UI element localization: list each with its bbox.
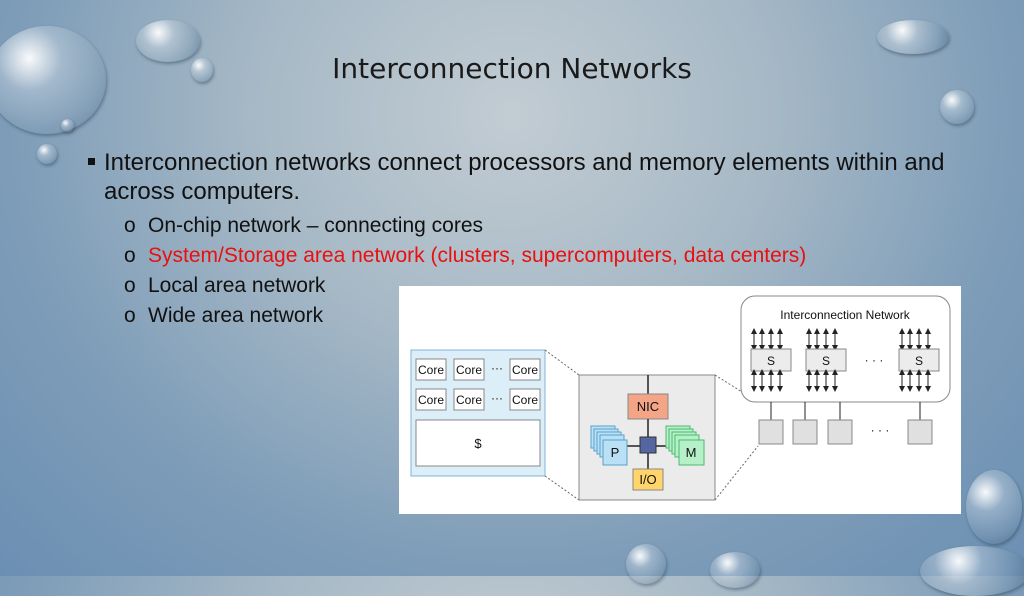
switch-label: S xyxy=(822,354,830,368)
network-diagram: Core Core ··· Core Core Core ··· Core $ … xyxy=(399,286,961,514)
main-bullet: Interconnection networks connect process… xyxy=(84,148,964,206)
network-node-box xyxy=(827,419,853,445)
water-drop-decoration xyxy=(191,58,213,82)
zoom-line xyxy=(544,475,580,501)
zoom-line xyxy=(544,349,580,376)
core-label: Core xyxy=(456,393,482,407)
nic-box xyxy=(627,393,669,420)
core-label: Core xyxy=(512,363,538,377)
io-box xyxy=(632,468,664,491)
switch-2: S xyxy=(805,328,847,392)
water-drop-decoration xyxy=(626,544,666,584)
zoom-line xyxy=(714,445,759,501)
memory-box-front xyxy=(678,439,705,466)
core-row-1: Core Core ··· Core xyxy=(415,358,541,381)
sub-bullet-san: o System/Storage area network (clusters, … xyxy=(122,241,964,271)
core-ellipsis: ··· xyxy=(491,391,503,405)
sub-bullet-text: On-chip network – connecting cores xyxy=(148,214,484,237)
nic-label: NIC xyxy=(637,399,659,414)
core-row-2: Core Core ··· Core xyxy=(415,388,541,411)
memory-label: M xyxy=(686,445,697,460)
water-drop-decoration xyxy=(966,470,1022,544)
sub-bullet-text: Local area network xyxy=(148,274,326,297)
core-label: Core xyxy=(512,393,538,407)
sub-bullet-text: Wide area network xyxy=(148,304,324,327)
water-drop-decoration xyxy=(37,144,57,164)
sub-bullet-wan: o Wide area network xyxy=(122,301,964,331)
core-label: Core xyxy=(418,363,444,377)
water-drop-decoration xyxy=(61,119,74,132)
core-box xyxy=(415,358,447,381)
core-label: Core xyxy=(418,393,444,407)
water-drop-decoration xyxy=(136,20,200,62)
sub-bullet-on-chip: o On-chip network – connecting cores xyxy=(122,211,964,241)
node-hub xyxy=(639,436,657,454)
network-node-box xyxy=(907,419,933,445)
sub-bullet-marker: o xyxy=(124,304,136,327)
memory-stack: M xyxy=(665,425,705,466)
core-box xyxy=(415,388,447,411)
node-ellipsis: · · · xyxy=(871,423,890,437)
water-drop-decoration xyxy=(710,552,760,588)
interconnection-network-title: Interconnection Network xyxy=(780,308,910,322)
water-drop-decoration xyxy=(920,546,1024,596)
cache-label: $ xyxy=(474,436,482,451)
water-drop-decoration xyxy=(940,90,974,124)
bullet-list: Interconnection networks connect process… xyxy=(84,148,964,331)
processor-box-front xyxy=(602,439,628,466)
network-node-box xyxy=(758,419,784,445)
switch-3: S xyxy=(898,328,940,392)
processor-stack: P xyxy=(590,425,628,466)
sub-bullet-marker: o xyxy=(124,274,136,297)
switch-1: S xyxy=(750,328,792,392)
sub-bullet-marker: o xyxy=(124,244,136,267)
core-box xyxy=(453,358,485,381)
zoom-line xyxy=(714,374,759,403)
switch-label: S xyxy=(767,354,775,368)
water-drop-decoration xyxy=(0,26,106,134)
core-box xyxy=(509,388,541,411)
network-diagram-svg: Core Core ··· Core Core Core ··· Core $ … xyxy=(410,295,951,501)
switch-label: S xyxy=(915,354,923,368)
water-drop-decoration xyxy=(877,20,949,54)
sub-bullet-text-highlighted: System/Storage area network (clusters, s… xyxy=(148,244,807,267)
sub-bullet-lan: o Local area network xyxy=(122,271,964,301)
switch-ellipsis: · · · xyxy=(865,353,884,367)
processor-label: P xyxy=(611,445,620,460)
core-box xyxy=(453,388,485,411)
core-label: Core xyxy=(456,363,482,377)
core-box xyxy=(509,358,541,381)
io-label: I/O xyxy=(639,472,656,487)
cache-box xyxy=(415,419,541,467)
slide-title: Interconnection Networks xyxy=(332,52,692,85)
sub-bullet-marker: o xyxy=(124,214,136,237)
network-node-box xyxy=(792,419,818,445)
core-ellipsis: ··· xyxy=(491,361,503,375)
